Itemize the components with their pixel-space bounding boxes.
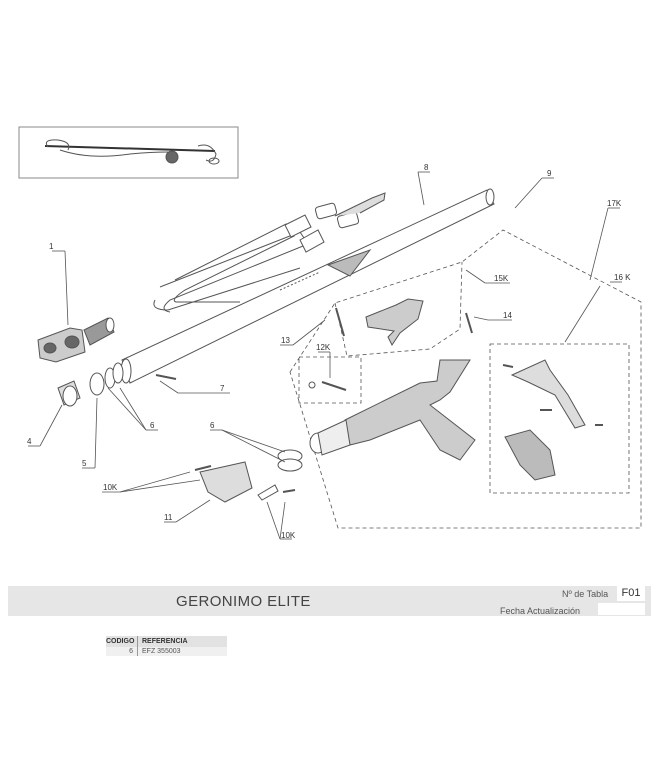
table-number-value: F01	[617, 586, 645, 601]
leader-lines	[28, 171, 622, 540]
front-rings	[57, 362, 177, 407]
barrel	[120, 188, 495, 384]
callout-6: 6	[150, 421, 155, 430]
row-code: 6	[106, 647, 138, 656]
callout-11: 11	[164, 513, 173, 522]
callout-5: 5	[82, 459, 87, 468]
callout-labels: 1 4 5 6 7 8 9 6 10K 11 10K 13 12K 15K 14…	[27, 163, 631, 540]
callout-1: 1	[49, 242, 54, 251]
callout-13: 13	[281, 336, 290, 345]
title-bar	[8, 586, 651, 616]
callout-14: 14	[503, 311, 512, 320]
callout-9: 9	[547, 169, 552, 178]
callout-10k: 10K	[281, 531, 296, 540]
callout-12k: 12K	[316, 343, 331, 352]
update-date-label: Fecha Actualización	[500, 606, 581, 616]
parts-table: CODIGO REFERENCIA 6 EFZ 355003	[106, 636, 227, 656]
table-row: 6 EFZ 355003	[106, 647, 227, 656]
rubber-bands	[153, 214, 325, 313]
callout-6: 6	[210, 421, 215, 430]
callout-15k: 15K	[494, 274, 509, 283]
callout-8: 8	[424, 163, 429, 172]
muzzle-head	[37, 317, 115, 363]
wishbone	[314, 192, 386, 229]
code-column-header: CODIGO	[106, 636, 138, 647]
callout-10k: 10K	[103, 483, 118, 492]
parts-table-header: CODIGO REFERENCIA	[106, 636, 227, 647]
callout-4: 4	[27, 437, 32, 446]
callout-17k: 17K	[607, 199, 622, 208]
callout-16k: 16 K	[614, 273, 631, 282]
assembled-speargun-thumbnail	[18, 126, 239, 179]
row-reference: EFZ 355003	[142, 648, 181, 655]
callout-7: 7	[220, 384, 225, 393]
line-release	[194, 461, 296, 503]
mechanism-parts	[502, 359, 603, 481]
model-title: GERONIMO ELITE	[176, 593, 311, 610]
table-number-label: Nº de Tabla	[562, 589, 609, 599]
reference-column-header: REFERENCIA	[142, 638, 188, 645]
handle-assembly	[277, 298, 476, 472]
update-date-value	[598, 603, 645, 615]
